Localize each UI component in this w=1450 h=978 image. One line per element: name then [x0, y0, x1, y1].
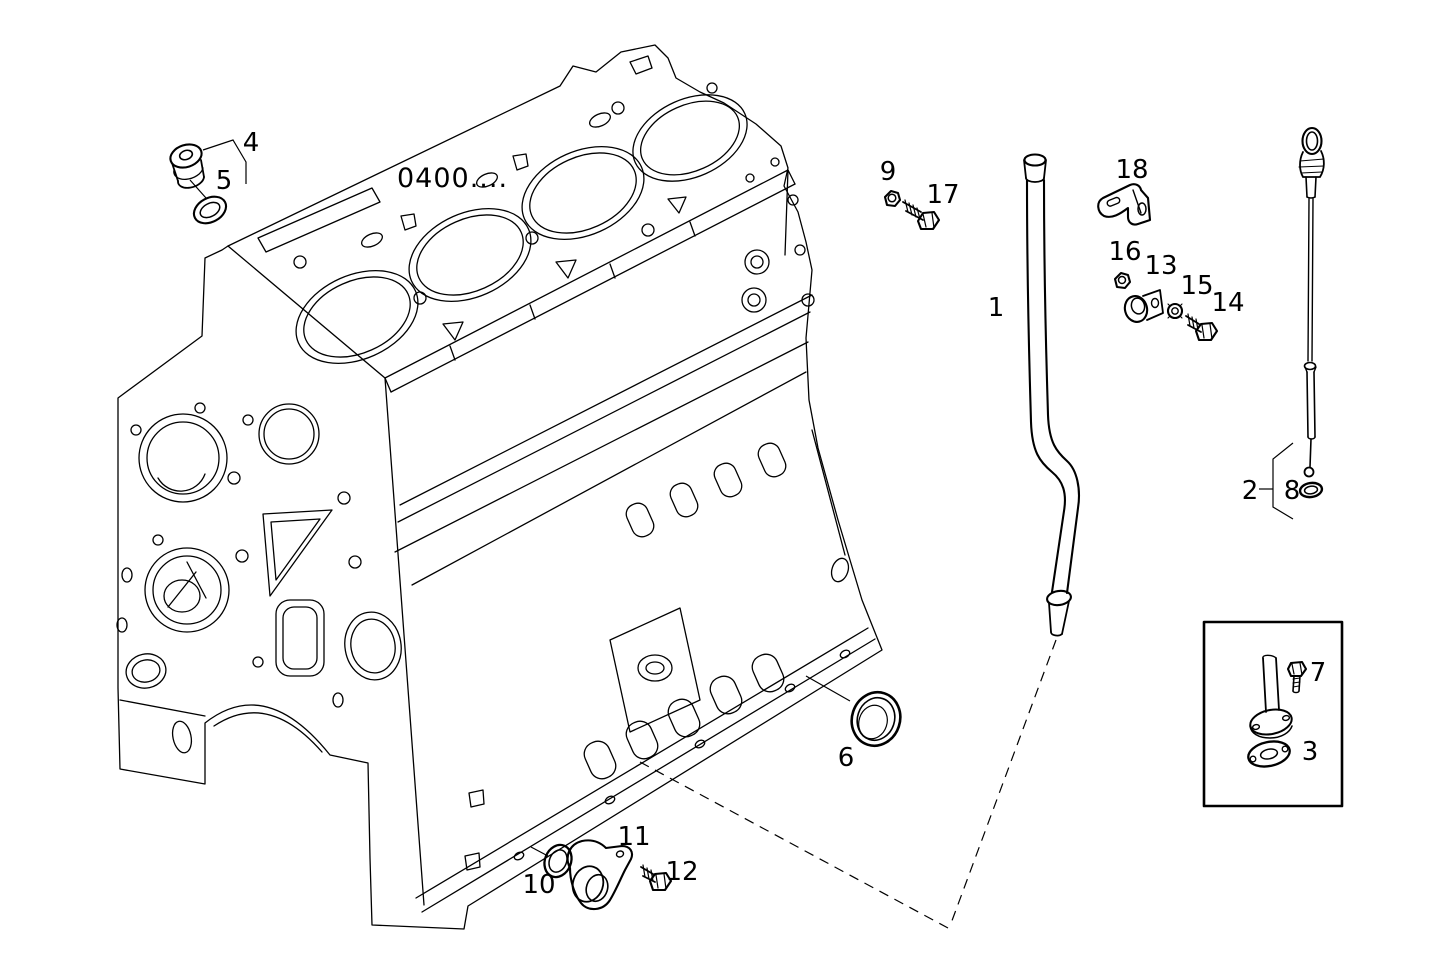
callout-9: 9 [880, 157, 897, 187]
callout-4: 4 [243, 128, 260, 158]
callout-12: 12 [665, 857, 698, 887]
front-face [116, 377, 425, 906]
part-15-washer [1166, 302, 1184, 320]
engine-block-drawing [116, 44, 883, 930]
callout-11: 11 [617, 822, 650, 852]
callout-8: 8 [1284, 476, 1301, 506]
callout-14: 14 [1211, 288, 1244, 318]
part-7-bolt [1286, 660, 1308, 694]
callout-5: 5 [216, 166, 233, 196]
callout-1: 1 [988, 293, 1005, 323]
callout-7: 7 [1310, 658, 1327, 688]
detail-box [1202, 620, 1344, 808]
callout-2: 2 [1242, 476, 1259, 506]
part-9-nut [883, 189, 902, 208]
part-2-dipstick [1298, 126, 1325, 478]
callout-15: 15 [1180, 271, 1213, 301]
rear-wall-details [629, 55, 850, 583]
block-silhouette [117, 44, 883, 930]
leader-part2-brace [1272, 442, 1294, 520]
part-6-sleeve [850, 690, 902, 748]
projection-dash-left [639, 761, 949, 929]
part-13-clamp [1123, 289, 1164, 323]
drawing-code-label: 0400.... [397, 163, 508, 194]
leader-part4-bracket [202, 139, 247, 184]
side-face [394, 249, 876, 913]
callout-6: 6 [838, 743, 855, 773]
leader-lines [189, 139, 1294, 929]
detail-tube-flange [1249, 654, 1293, 739]
deck-holes [293, 82, 780, 341]
part-4-plug [169, 143, 205, 189]
part-8-seal-ring [1298, 481, 1324, 499]
part-5-seal-ring [192, 195, 228, 225]
front-face-holes [116, 402, 362, 708]
part-14-bolt [1185, 313, 1219, 342]
deck-surface [227, 82, 796, 393]
callout-17: 17 [926, 180, 959, 210]
part-3-gasket [1247, 740, 1291, 768]
leader-plug-to-seal [189, 179, 207, 199]
part-17-bolt [902, 199, 941, 231]
callout-10: 10 [522, 870, 555, 900]
side-arches-upper [625, 442, 787, 538]
callout-16: 16 [1108, 237, 1141, 267]
part-18-bracket [1097, 183, 1152, 226]
leader-part6 [805, 675, 851, 702]
part-16-nut [1113, 271, 1132, 290]
projection-dash-right [949, 639, 1057, 927]
cylinder-bores [295, 94, 748, 365]
leader-part10 [530, 846, 549, 857]
part-12-bolt [640, 864, 673, 892]
callout-13: 13 [1144, 251, 1177, 281]
side-arches-lower [583, 653, 785, 780]
callout-18: 18 [1115, 155, 1148, 185]
callout-3: 3 [1302, 737, 1319, 767]
part-1-dipstick-tube [1023, 153, 1081, 637]
part-11-fitting [566, 839, 634, 911]
